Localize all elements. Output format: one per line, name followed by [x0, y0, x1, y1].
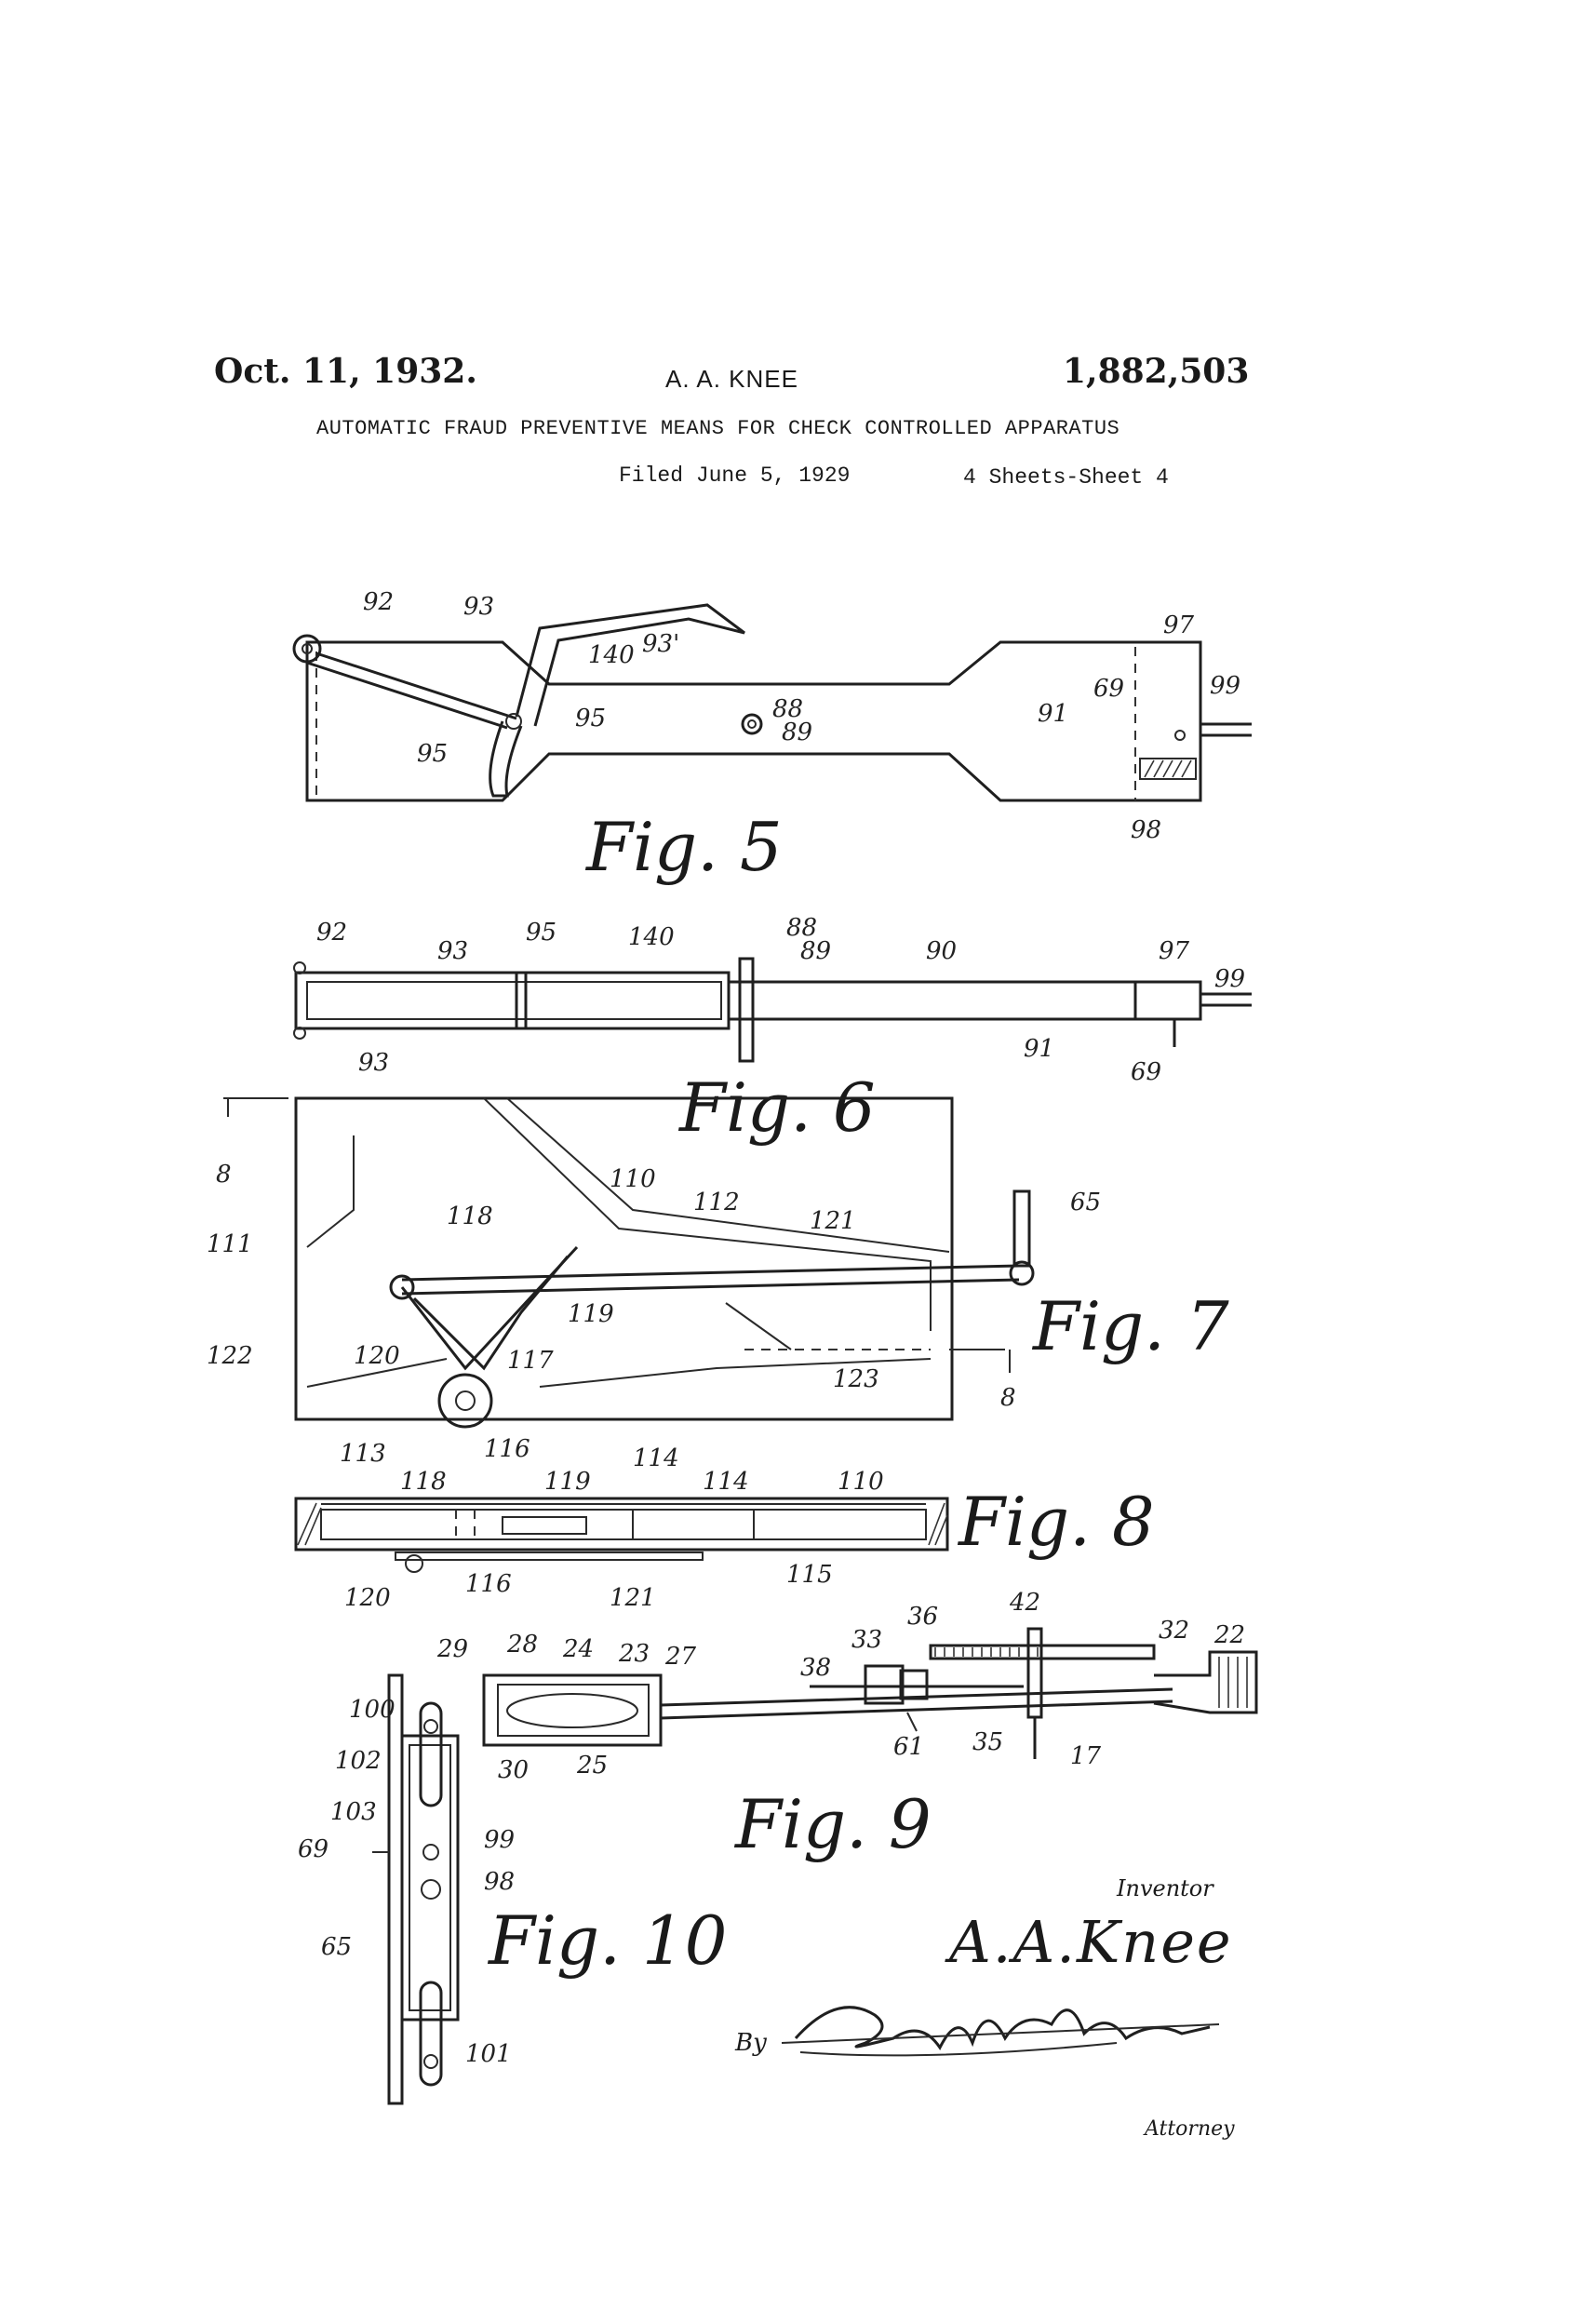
fig9-ref-24: 24 — [562, 1635, 594, 1663]
fig6-ref-88: 88 — [786, 914, 817, 942]
fig6-ref-140: 140 — [628, 923, 675, 951]
fig6-ref-93a: 93 — [437, 937, 468, 965]
fig9-ref-25: 25 — [576, 1752, 608, 1780]
filed-date: Filed June 5, 1929 — [619, 463, 851, 488]
fig10-ref-99: 99 — [484, 1826, 515, 1854]
fig9-ref-42: 42 — [1009, 1589, 1040, 1617]
fig7-ref-110: 110 — [610, 1165, 656, 1193]
figure-7: 8 111 110 118 112 121 65 119 122 120 117… — [207, 1096, 1229, 1472]
fig7-ref-118: 118 — [447, 1202, 493, 1230]
fig9-ref-22: 22 — [1213, 1621, 1245, 1649]
fig5-ref-95a: 95 — [575, 705, 606, 732]
fig9-ref-35: 35 — [972, 1728, 1003, 1756]
fig7-ref-117: 117 — [507, 1347, 554, 1375]
fig7-ref-120: 120 — [354, 1342, 400, 1370]
fig9-ref-29: 29 — [436, 1635, 468, 1663]
fig9-ref-23: 23 — [618, 1640, 650, 1668]
inventor-caption: Inventor — [1117, 1875, 1213, 1901]
fig8-ref-114: 114 — [703, 1468, 749, 1496]
fig10-ref-103: 103 — [330, 1798, 377, 1826]
fig7-ref-116: 116 — [484, 1435, 530, 1463]
fig5-ref-88: 88 — [772, 695, 803, 723]
fig9-ref-30: 30 — [498, 1756, 529, 1784]
fig10-ref-101: 101 — [465, 2040, 512, 2068]
fig10-ref-102: 102 — [335, 1747, 382, 1775]
fig8-ref-121: 121 — [610, 1584, 656, 1612]
fig7-label: Fig. 7 — [1031, 1287, 1229, 1365]
fig6-ref-97: 97 — [1159, 937, 1190, 965]
fig9-ref-33: 33 — [851, 1626, 882, 1654]
fig5-ref-93: 93 — [463, 593, 494, 621]
patent-title: AUTOMATIC FRAUD PREVENTIVE MEANS FOR CHE… — [316, 417, 1120, 440]
fig9-ref-32: 32 — [1159, 1617, 1189, 1645]
fig7-ref-121: 121 — [810, 1207, 856, 1235]
fig7-ref-65: 65 — [1070, 1189, 1101, 1216]
figure-8: 118 119 114 110 120 116 121 115 Fig. 8 — [294, 1468, 1155, 1612]
fig5-ref-92: 92 — [363, 588, 394, 616]
inventor-name: A.A.Knee — [949, 1908, 1233, 1976]
fig7-ref-119: 119 — [568, 1300, 614, 1328]
attorney-signature — [781, 2006, 1220, 2057]
fig7-ref-113: 113 — [340, 1440, 386, 1468]
fig5-ref-69: 69 — [1093, 675, 1124, 703]
fig9-ref-17: 17 — [1070, 1742, 1102, 1770]
fig6-ref-95: 95 — [526, 919, 556, 947]
fig6-ref-89: 89 — [800, 937, 831, 965]
fig8-ref-118: 118 — [400, 1468, 447, 1496]
fig9-ref-28: 28 — [506, 1631, 538, 1659]
fig5-ref-93p: 93' — [642, 630, 679, 658]
fig10-ref-69: 69 — [298, 1835, 328, 1863]
fig5-label: Fig. 5 — [584, 808, 783, 886]
fig8-ref-116: 116 — [465, 1570, 512, 1598]
fig9-label: Fig. 9 — [733, 1785, 932, 1863]
fig6-ref-91: 91 — [1024, 1035, 1054, 1063]
fig10-ref-100: 100 — [349, 1696, 396, 1724]
fig8-ref-115: 115 — [786, 1561, 833, 1589]
sheet-count: 4 Sheets-Sheet 4 — [963, 465, 1169, 490]
fig10-label: Fig. 10 — [487, 1901, 727, 1980]
fig5-ref-140: 140 — [588, 641, 635, 669]
fig6-ref-92: 92 — [316, 919, 347, 947]
figure-9: 29 28 24 23 27 36 42 32 22 33 38 30 25 6… — [436, 1589, 1258, 1863]
fig10-ref-65: 65 — [321, 1933, 352, 1961]
figure-10: 100 102 103 99 69 98 65 101 Fig. 10 — [298, 1673, 727, 2105]
patent-date: Oct. 11, 1932. — [214, 352, 477, 391]
fig7-ref-8b: 8 — [1000, 1384, 1016, 1412]
fig5-ref-99: 99 — [1210, 672, 1240, 700]
fig8-ref-119: 119 — [544, 1468, 591, 1496]
fig7-ref-123: 123 — [833, 1365, 879, 1393]
fig7-ref-111: 111 — [207, 1230, 253, 1258]
fig8-label: Fig. 8 — [957, 1483, 1155, 1561]
fig9-ref-61: 61 — [893, 1733, 924, 1761]
by-caption: By — [735, 2029, 767, 2057]
fig7-ref-122: 122 — [207, 1342, 253, 1370]
inventor-header: A. A. KNEE — [665, 365, 798, 393]
fig5-ref-98: 98 — [1131, 816, 1161, 844]
fig6-label: Fig. 6 — [677, 1068, 876, 1147]
fig6-ref-99: 99 — [1214, 965, 1245, 993]
fig7-ref-112: 112 — [693, 1189, 740, 1216]
fig7-ref-8a: 8 — [216, 1161, 232, 1189]
fig9-ref-38: 38 — [800, 1654, 831, 1682]
fig10-ref-98: 98 — [484, 1868, 515, 1896]
figure-6: 92 93 95 140 88 89 90 97 99 91 93 69 Fig… — [293, 914, 1252, 1147]
fig9-ref-27: 27 — [664, 1643, 697, 1671]
fig9-ref-36: 36 — [907, 1603, 938, 1631]
fig6-ref-93b: 93 — [358, 1049, 389, 1077]
fig5-ref-97: 97 — [1163, 611, 1195, 639]
fig5-ref-89: 89 — [782, 719, 812, 746]
fig5-ref-95b: 95 — [417, 740, 448, 768]
fig8-ref-120: 120 — [344, 1584, 391, 1612]
fig6-ref-90: 90 — [926, 937, 957, 965]
fig5-ref-91: 91 — [1038, 700, 1068, 728]
attorney-caption: Attorney — [1145, 2117, 1235, 2141]
fig6-ref-69: 69 — [1131, 1058, 1161, 1086]
fig8-ref-110: 110 — [838, 1468, 884, 1496]
patent-number: 1,882,503 — [1063, 352, 1250, 391]
figure-5: 92 93 93' 140 95 95 88 89 91 69 97 99 98… — [292, 588, 1252, 886]
fig7-ref-114: 114 — [633, 1444, 679, 1472]
